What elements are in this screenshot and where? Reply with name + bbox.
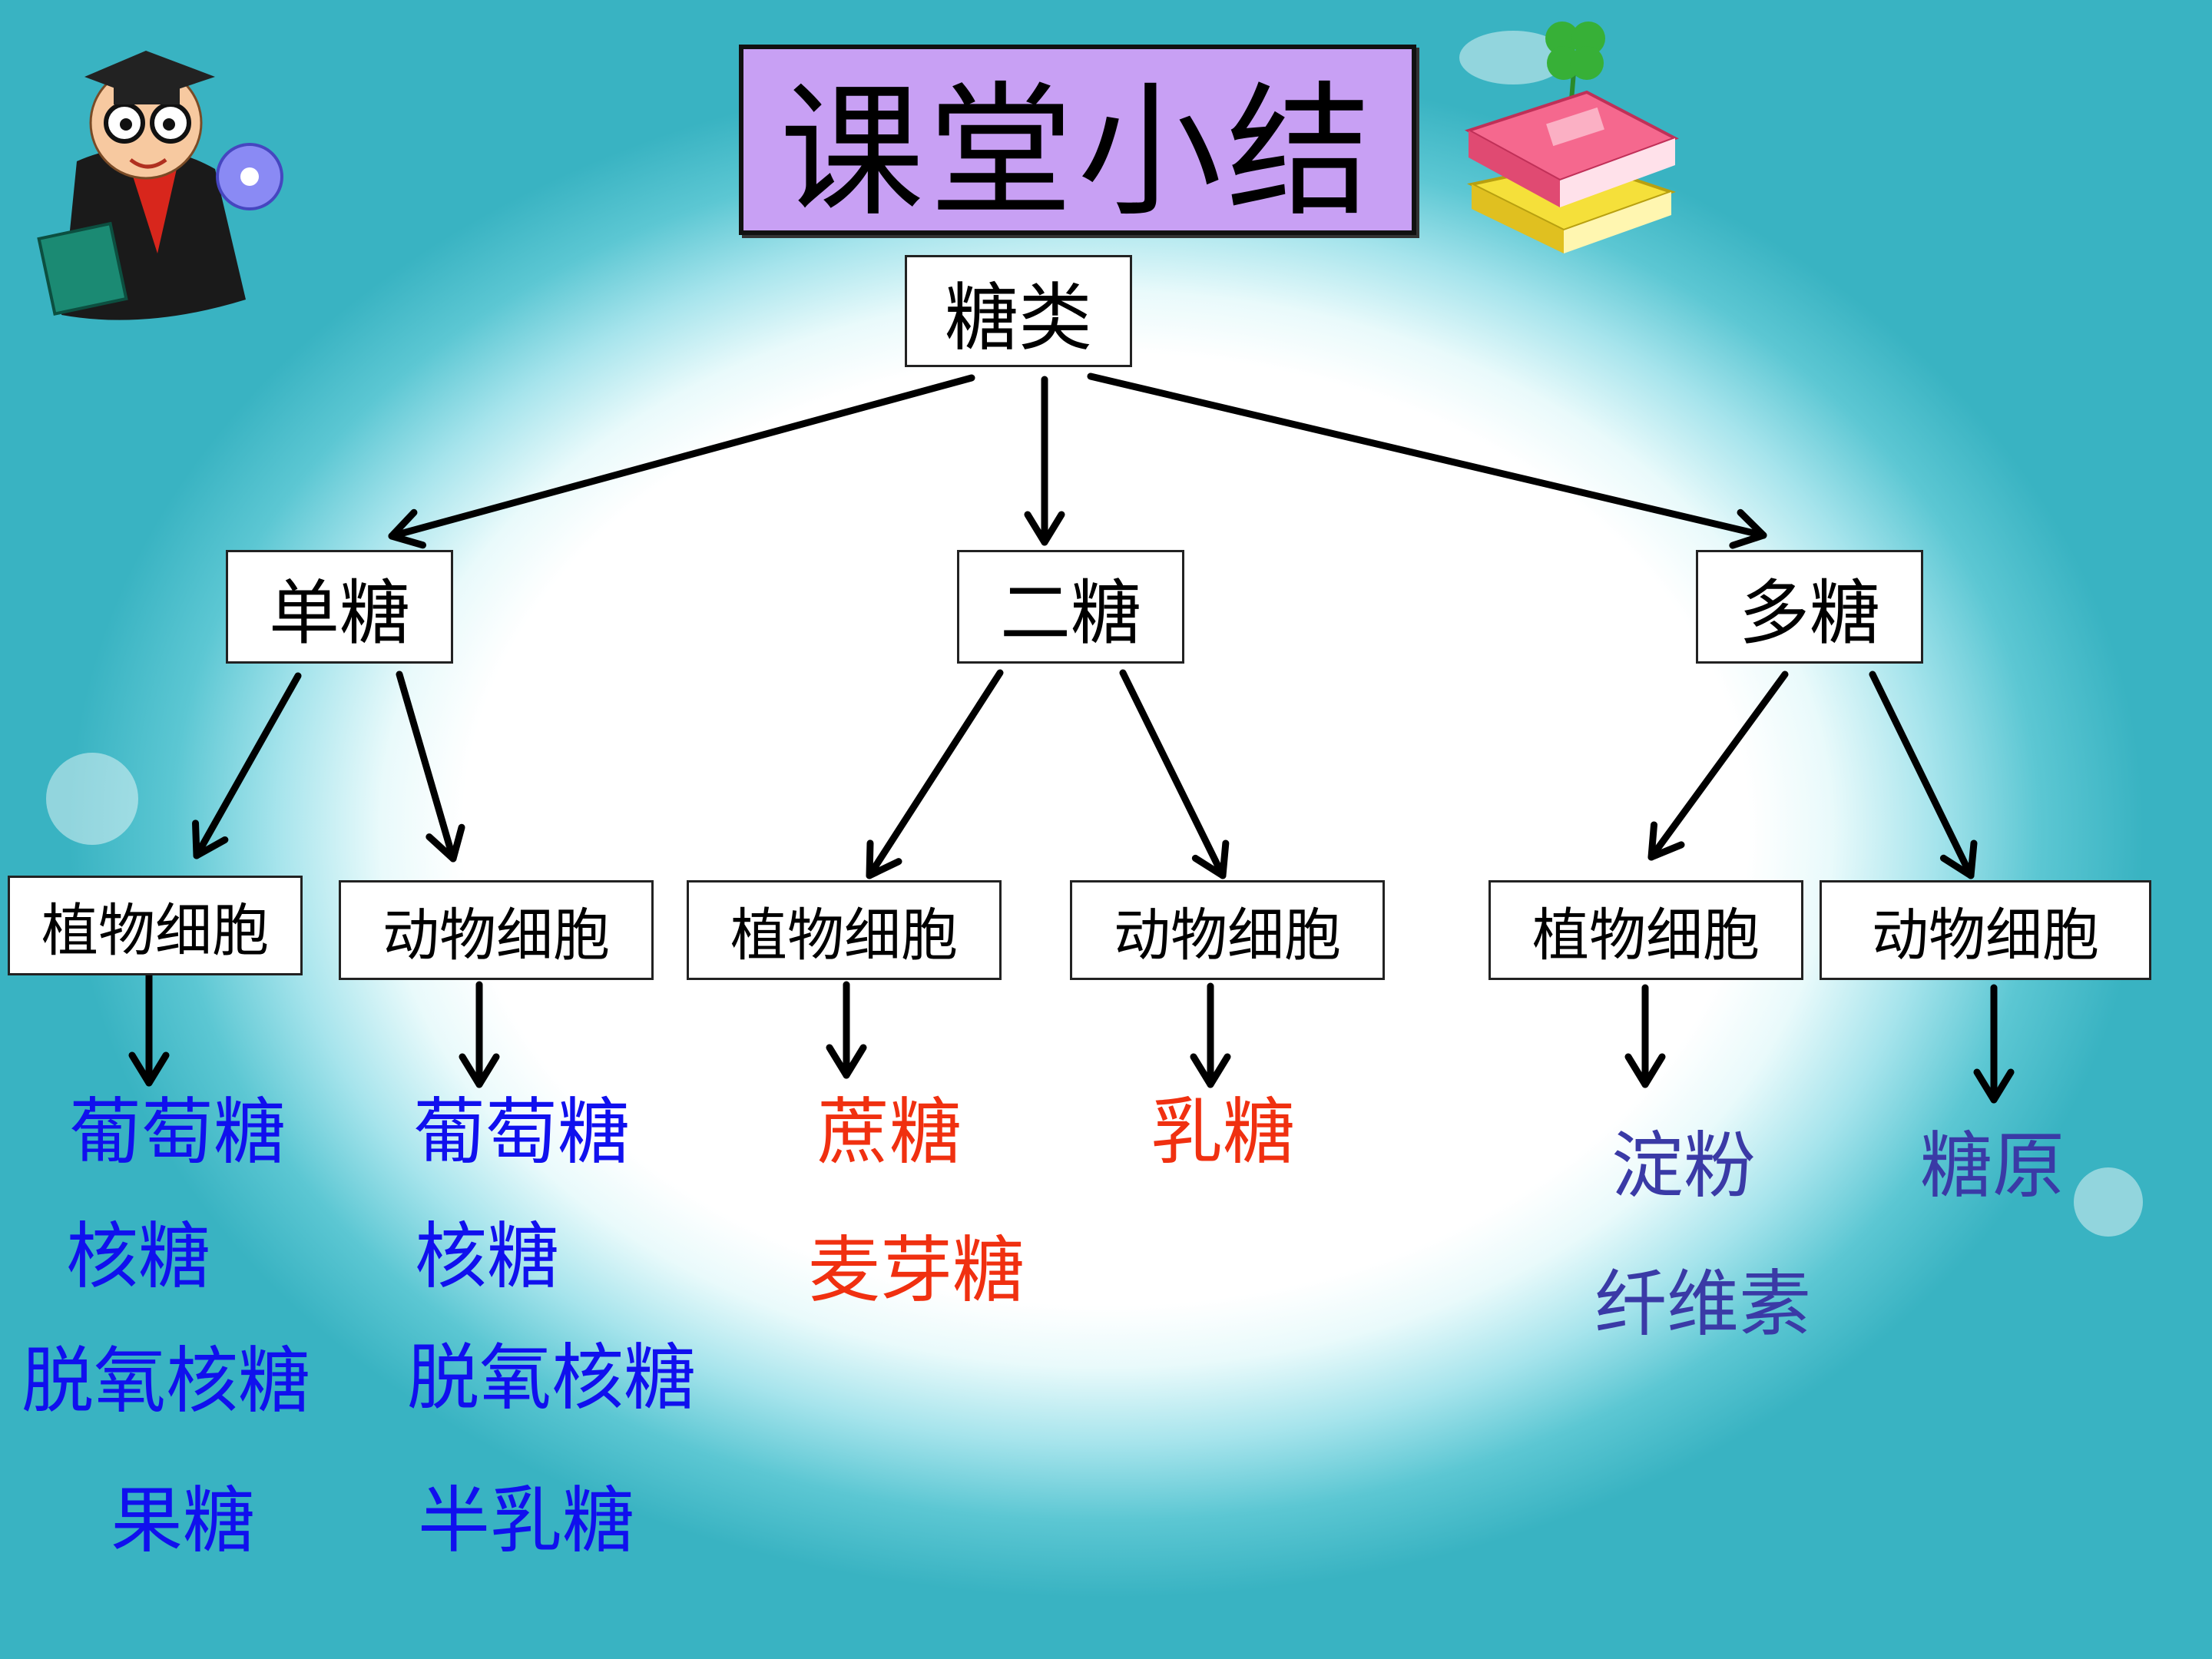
node-disaccharide: 二糖 bbox=[957, 550, 1184, 664]
node-monosaccharide: 单糖 bbox=[226, 550, 453, 664]
arrow-poly-to-animal bbox=[1869, 671, 1978, 879]
cartoon-professor-icon bbox=[37, 51, 283, 320]
list-item: 淀粉 bbox=[1611, 1124, 1757, 1208]
list-item: 脱氧核糖 bbox=[22, 1339, 311, 1423]
arrow-di-to-animal bbox=[1119, 669, 1230, 879]
page-title: 课堂小结 bbox=[739, 45, 1416, 237]
node-poly-plant-cell: 植物细胞 bbox=[1488, 880, 1803, 980]
list-item: 糖原 bbox=[1920, 1124, 2065, 1208]
book-stack-icon bbox=[1464, 22, 1679, 253]
node-mono-plant-cell: 植物细胞 bbox=[8, 876, 303, 975]
arrow-root-to-monosaccharide bbox=[388, 374, 975, 549]
list-item: 脱氧核糖 bbox=[407, 1336, 697, 1420]
background-sparkle bbox=[46, 753, 138, 845]
arrow-mono-to-plant bbox=[192, 672, 302, 859]
background-sparkle bbox=[2074, 1167, 2143, 1237]
arrow-di-to-plant bbox=[866, 669, 1004, 879]
list-item: 蔗糖 bbox=[817, 1091, 962, 1174]
list-item: 葡萄糖 bbox=[69, 1091, 286, 1174]
list-item: 核糖 bbox=[66, 1215, 211, 1299]
list-item: 葡萄糖 bbox=[413, 1091, 631, 1174]
arrow-mono-to-animal bbox=[396, 671, 465, 863]
list-item: 果糖 bbox=[111, 1479, 256, 1563]
node-di-animal-cell: 动物细胞 bbox=[1070, 880, 1385, 980]
list-item: 半乳糖 bbox=[418, 1479, 635, 1563]
node-mono-animal-cell: 动物细胞 bbox=[339, 880, 654, 980]
arrow-root-to-polysaccharide bbox=[1087, 373, 1767, 549]
list-item: 麦芽糖 bbox=[808, 1229, 1025, 1313]
list-item: 乳糖 bbox=[1151, 1091, 1296, 1174]
node-poly-animal-cell: 动物细胞 bbox=[1820, 880, 2151, 980]
node-di-plant-cell: 植物细胞 bbox=[687, 880, 1002, 980]
arrow-poly-to-plant bbox=[1647, 671, 1789, 861]
root-node: 糖类 bbox=[905, 255, 1132, 367]
list-item: 纤维素 bbox=[1594, 1263, 1812, 1346]
list-item: 核糖 bbox=[415, 1215, 560, 1299]
node-polysaccharide: 多糖 bbox=[1696, 550, 1923, 664]
